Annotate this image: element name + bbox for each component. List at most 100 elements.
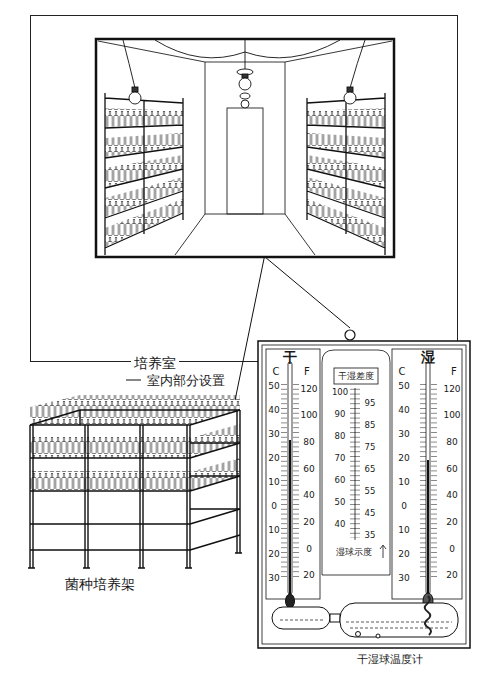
thermometer-tubes [286,594,295,608]
scale-number: 50 [398,382,409,391]
scale-number: 80 [446,438,457,447]
node-caption: 菌种培养架 [65,577,135,591]
thermometer-scales [293,384,299,580]
thermometer-tubes [289,440,291,594]
rack-bottles [30,437,190,458]
room-frame [96,39,394,257]
scale-number: 35 [365,531,376,540]
culture-rack-illustration [25,400,245,575]
scale-number: 0 [401,502,407,511]
scale-number: 20 [398,454,409,463]
thermometer-tubes [426,362,430,594]
thermometer-title: 湿 [421,350,435,364]
unit-label: F [451,367,457,377]
scale-number: 10 [398,478,409,487]
room-frame-box: 培养室 [30,15,458,362]
shelf-frames [105,93,385,255]
scale-number: 40 [446,491,457,500]
scale-number: 100 [300,411,317,420]
rack-bottles [190,458,240,491]
room-frame [96,39,394,257]
scale-number: 85 [365,421,376,430]
node-caption: 培养室 [131,356,179,370]
hanging-lamps [239,78,251,90]
scale-number: 100 [332,388,348,397]
scale-number: 0 [271,502,277,511]
scale-marks [334,368,378,384]
thermometer-scales [281,384,287,580]
scale-number: 60 [303,464,314,473]
rack-bottles [30,471,190,491]
group-label: 室内部分设置 [147,374,225,387]
unit-label: C [273,367,280,377]
hygrometer-panel [345,330,355,340]
hygrometer-panel [258,341,470,648]
scale-number: 20 [303,518,314,527]
thermometer-tubes [288,362,292,594]
water-reservoir [272,607,330,629]
thermometer-tubes [427,460,429,594]
hanging-lamps [132,87,138,92]
scale-marks [334,368,386,558]
hygrometer-panel [262,345,466,644]
rack-bottles [190,424,240,458]
scale-number: 120 [300,384,317,393]
room-walls [227,108,263,214]
scale-number: 10 [268,526,279,535]
scale-title: 湿球示度 [336,548,372,557]
unit-label: F [304,367,310,377]
scale-number: 30 [268,430,279,439]
scale-number: 100 [443,411,460,420]
thermometer-tubes [286,362,434,609]
scale-number: 75 [365,443,376,452]
rack-frame [80,410,240,553]
hanging-lamps [240,93,250,99]
scale-number: 40 [335,520,346,529]
culture-rack: 菌种培养架 [25,400,245,595]
leader-line [264,257,350,329]
scale-number: 60 [446,464,457,473]
hygrometer-panel [258,330,470,648]
scale-number: 20 [446,518,457,527]
leader-dash [126,380,141,381]
scale-number: 70 [335,454,346,463]
scale-number: 50 [335,498,346,507]
scale-number: 50 [268,382,279,391]
hygrometer-panel [392,349,462,599]
scale-number: 10 [268,478,279,487]
scale-number: 45 [365,509,376,518]
thermometer-scales [420,384,426,580]
hanging-lamps [241,100,249,108]
water-reservoir [330,614,340,622]
node-caption: 干湿球温度计 [357,654,423,665]
hanging-lamps [347,87,353,92]
scale-number: 20 [398,550,409,559]
hygrometer-illustration [255,328,472,670]
scale-number: 95 [365,399,376,408]
scale-number: 55 [365,487,376,496]
scale-number: 80 [335,432,346,441]
wet-bulb-wick [425,596,431,635]
hanging-lamps [242,74,248,78]
water-reservoir [376,634,380,638]
scale-number: 20 [446,571,457,580]
thermometer-tubes [355,388,356,540]
hanging-lamps [129,92,141,104]
scale-number: 0 [306,544,312,553]
scale-number: 40 [268,406,279,415]
rack-frame [30,425,190,550]
rack-frame [80,410,240,550]
scale-number: 60 [335,476,346,485]
shelf-frames [105,93,183,255]
scale-number: 40 [303,491,314,500]
leader-line [235,257,264,401]
hygrometer-panel [266,349,320,599]
shelf-frames [307,93,385,255]
thermometer-title: 干 [283,350,297,364]
scale-number: 30 [268,574,279,583]
unit-label: C [399,367,406,377]
scale-number: 40 [398,406,409,415]
